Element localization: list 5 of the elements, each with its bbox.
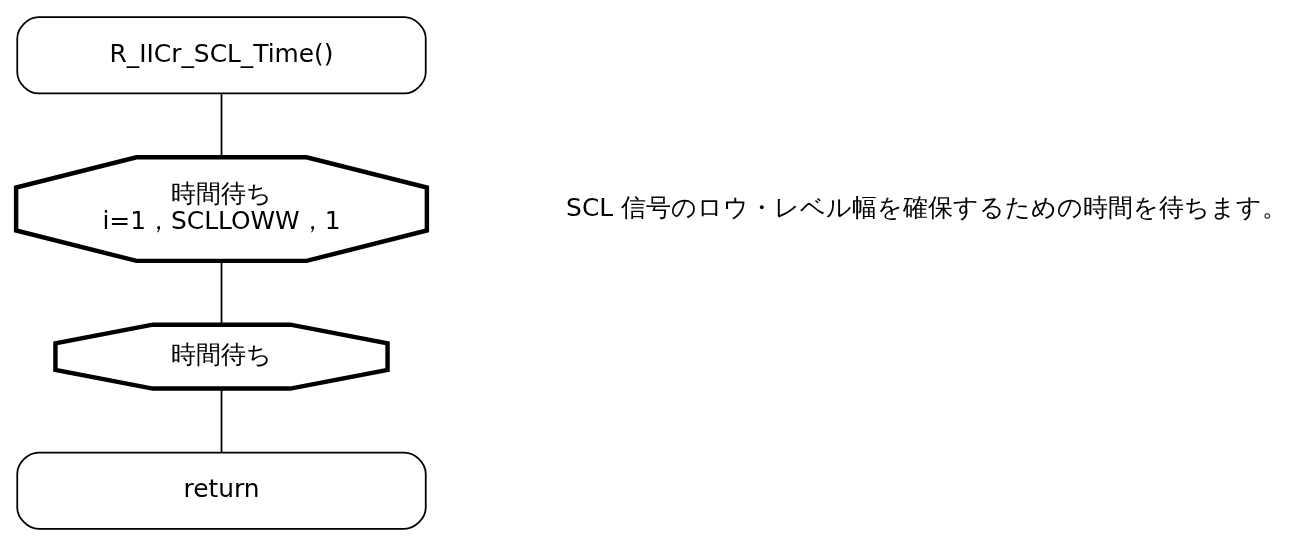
node-box: R_IICr_SCL_Time() <box>16 15 427 94</box>
label: SCL 信号のロウ・レベル幅を確保するための時間を待ちます。 <box>566 192 1288 222</box>
connector <box>220 387 223 453</box>
connector <box>220 92 223 158</box>
node-box: return <box>16 451 427 530</box>
